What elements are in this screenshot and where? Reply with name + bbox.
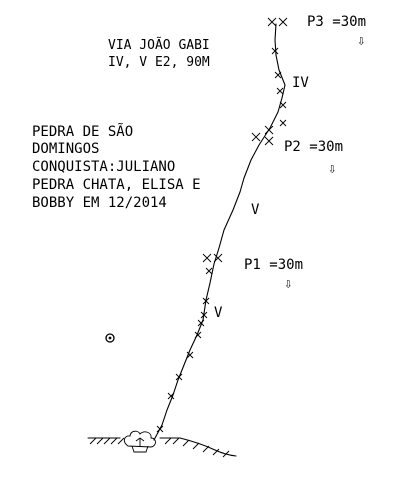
target-circle-icon [105, 333, 115, 343]
anchor-p1 [202, 253, 223, 263]
grade-line: IV, V E2, 90M [108, 55, 210, 70]
anchor-p2 [251, 125, 274, 146]
info-line-4: PEDRA CHATA, ELISA E [32, 177, 201, 193]
pitch-label-p2: P2 =30m [284, 139, 343, 155]
pitch-arrow-p2: ⇩ [328, 161, 336, 177]
info-line-2: DOMINGOS [32, 141, 99, 157]
bolt-cross-icon [202, 297, 210, 305]
bolt-cross-icon [200, 311, 208, 319]
bolt-cross-icon [274, 71, 282, 79]
bolt-cross-icon [156, 425, 164, 433]
info-line-3: CONQUISTA:JULIANO [32, 159, 175, 175]
bolt-cross-icon [279, 101, 287, 109]
bolt-cross-icon [279, 119, 287, 127]
grade-label-iv: IV [292, 75, 309, 91]
anchor-x-icon [251, 125, 274, 146]
info-line-5: BOBBY EM 12/2014 [32, 195, 167, 211]
pitch-arrow-p1: ⇩ [284, 276, 292, 292]
info-line-1: PEDRA DE SÃO [32, 123, 133, 140]
pitch-label-p3: P3 =30m [307, 14, 366, 30]
grade-label-v-upper: V [251, 202, 260, 218]
bolt-cross-icon [276, 87, 284, 95]
ground-base [87, 437, 237, 458]
bolt-cross-icon [186, 351, 194, 359]
bolt-cross-icon [205, 267, 213, 275]
bolt-cross-icon [197, 319, 205, 327]
anchor-x-icon [267, 17, 288, 27]
bolt-marks [156, 47, 287, 433]
pitch-label-p1: P1 =30m [244, 257, 303, 273]
anchor-p3 [267, 17, 288, 27]
bush-icon [123, 430, 156, 453]
bolt-cross-icon [271, 47, 279, 55]
pitch-arrow-p3: ⇩ [357, 33, 365, 49]
bolt-cross-icon [194, 331, 202, 339]
route-line [153, 23, 286, 441]
bolt-cross-icon [175, 373, 183, 381]
anchor-x-icon [202, 253, 223, 263]
grade-label-v-lower: V [214, 305, 223, 321]
bolt-cross-icon [167, 392, 175, 400]
route-name: VIA JOÃO GABI [108, 37, 210, 53]
